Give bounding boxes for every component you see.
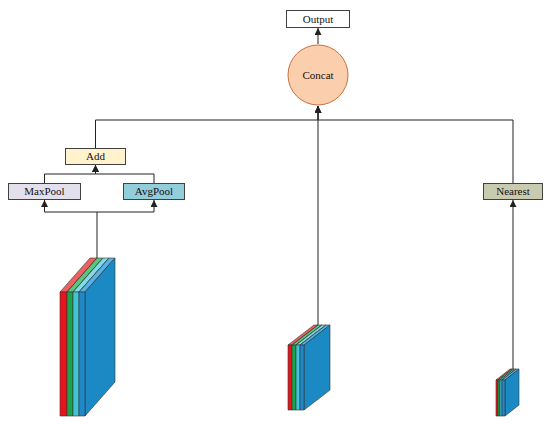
map-slice-front — [67, 292, 73, 416]
map-slice-front — [300, 345, 304, 410]
maxpool-box: MaxPool — [8, 183, 81, 200]
map-slice-front — [502, 380, 505, 416]
output-box: Output — [286, 10, 350, 28]
avgpool-box: AvgPool — [123, 183, 185, 200]
nearest-box: Nearest — [483, 183, 543, 200]
map-slice-front — [60, 292, 67, 416]
feature-wire — [45, 212, 155, 213]
small-feature-map — [496, 369, 519, 416]
feature-wire — [154, 200, 155, 212]
node-label: Nearest — [496, 185, 530, 197]
large-feature-map — [60, 258, 115, 416]
node-label: Output — [303, 13, 334, 25]
add-box: Add — [65, 148, 126, 165]
node-label: AvgPool — [135, 185, 173, 197]
flow-connector — [318, 28, 319, 44]
flow-connector — [96, 106, 319, 148]
map-slice-side — [505, 369, 519, 416]
map-slice-side — [304, 325, 330, 410]
node-label: MaxPool — [24, 185, 64, 197]
node-label: Concat — [302, 69, 333, 81]
feature-wire — [318, 106, 319, 325]
medium-feature-map — [288, 325, 330, 410]
map-slice-front — [79, 292, 85, 416]
flow-connector — [318, 106, 513, 183]
concat-circle: Concat — [287, 44, 349, 106]
feature-wire — [513, 200, 514, 369]
map-slice-front — [292, 345, 296, 410]
map-slice-front — [73, 292, 79, 416]
node-label: Add — [86, 150, 105, 162]
flow-connector — [96, 165, 155, 183]
circle-shape — [288, 45, 348, 105]
feature-wire — [44, 200, 45, 212]
map-slice-front — [296, 345, 300, 410]
flow-connector — [45, 165, 96, 183]
feature-wire — [97, 212, 98, 258]
map-slice-side — [85, 258, 115, 416]
map-slice-front — [288, 345, 292, 410]
